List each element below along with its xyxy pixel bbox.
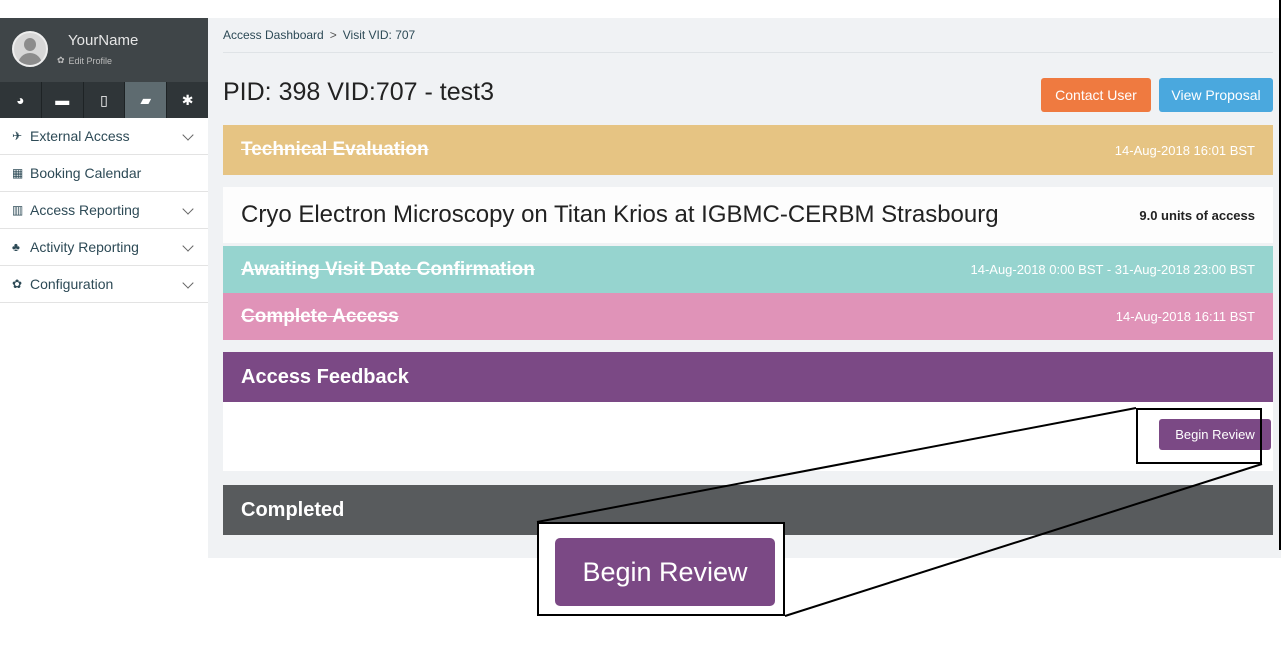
- sidebar-item-configuration[interactable]: ✿ Configuration: [0, 266, 208, 303]
- breadcrumb-current: Visit VID: 707: [342, 28, 416, 42]
- sidebar: YourName ✿ Edit Profile ◕ ▬ ▯ ▰ ✱ ✈ Exte…: [0, 18, 208, 303]
- awaiting-visit-date-stage: Awaiting Visit Date Confirmation 14-Aug-…: [223, 246, 1273, 293]
- technical-evaluation-stage: Technical Evaluation 14-Aug-2018 16:01 B…: [223, 125, 1273, 175]
- stage-label: Complete Access: [241, 305, 399, 327]
- stage-date: 14-Aug-2018 16:01 BST: [1114, 142, 1255, 158]
- complete-access-stage: Complete Access 14-Aug-2018 16:11 BST: [223, 293, 1273, 340]
- book-icon[interactable]: ▰: [125, 82, 168, 118]
- callout-source-box: [1136, 408, 1262, 464]
- contact-user-button[interactable]: Contact User: [1041, 78, 1151, 112]
- gear-glyph: ✱: [181, 91, 194, 108]
- units-of-access: 9.0 units of access: [1139, 207, 1255, 223]
- breadcrumb-root-link[interactable]: Access Dashboard: [223, 28, 324, 42]
- sidebar-item-label: Activity Reporting: [30, 239, 139, 255]
- bar-chart-icon: ▥: [12, 203, 24, 217]
- archive-glyph: ▬: [55, 92, 70, 108]
- breadcrumb-separator: >: [329, 28, 337, 42]
- begin-review-button[interactable]: Begin Review: [1159, 419, 1271, 450]
- stage-date: 14-Aug-2018 16:11 BST: [1115, 309, 1255, 324]
- view-proposal-button[interactable]: View Proposal: [1159, 78, 1273, 112]
- gear-icon[interactable]: ✱: [167, 82, 208, 118]
- stage-date: 14-Aug-2018 0:00 BST - 31-Aug-2018 23:00…: [970, 262, 1255, 277]
- sidebar-item-label: Booking Calendar: [30, 165, 142, 181]
- profile-name: YourName: [68, 32, 139, 49]
- page-title: PID: 398 VID:707 - test3: [223, 78, 494, 106]
- sitemap-icon: ♣: [12, 240, 20, 254]
- avatar-body-shape: [18, 53, 42, 65]
- cog-icon: ✿: [12, 277, 23, 291]
- stage-label: Awaiting Visit Date Confirmation: [241, 258, 535, 280]
- profile-panel: YourName ✿ Edit Profile: [0, 18, 208, 82]
- chevron-down-icon[interactable]: [182, 240, 194, 252]
- chevron-down-icon[interactable]: [182, 277, 194, 289]
- book-glyph: ▰: [140, 91, 152, 108]
- dashboard-glyph: ◕: [16, 92, 25, 108]
- avatar-head-shape: [24, 38, 36, 51]
- edit-profile-link[interactable]: ✿ Edit Profile: [57, 55, 112, 66]
- access-feedback-body: Begin Review: [223, 402, 1273, 471]
- gear-icon: ✿: [57, 55, 65, 65]
- sidebar-item-label: Access Reporting: [30, 202, 140, 218]
- building-glyph: ▯: [100, 91, 108, 108]
- stage-label: Technical Evaluation: [241, 139, 429, 160]
- sidebar-item-booking-calendar[interactable]: ▦ Booking Calendar: [0, 155, 208, 192]
- facility-card: Cryo Electron Microscopy on Titan Krios …: [223, 187, 1273, 243]
- callout-zoom-box: Begin Review: [537, 522, 785, 616]
- chevron-down-icon[interactable]: [182, 203, 194, 215]
- screenshot-edge-line: [1279, 0, 1281, 550]
- sidebar-item-label: Configuration: [30, 276, 114, 292]
- begin-review-button-zoomed[interactable]: Begin Review: [555, 538, 775, 606]
- building-icon[interactable]: ▯: [84, 82, 126, 118]
- breadcrumb: Access Dashboard > Visit VID: 707: [223, 28, 415, 42]
- edit-profile-label: Edit Profile: [68, 55, 113, 66]
- archive-icon[interactable]: ▬: [42, 82, 84, 118]
- main-content: Access Dashboard > Visit VID: 707 PID: 398…: [208, 18, 1281, 558]
- plane-icon: ✈: [12, 129, 23, 143]
- dashboard-icon[interactable]: ◕: [0, 82, 42, 118]
- sidebar-item-external-access[interactable]: ✈ External Access: [0, 118, 208, 155]
- chevron-down-icon[interactable]: [182, 129, 194, 141]
- sidebar-item-label: External Access: [30, 128, 130, 144]
- calendar-icon: ▦: [12, 166, 24, 180]
- avatar[interactable]: [12, 31, 48, 67]
- sidebar-icon-bar: ◕ ▬ ▯ ▰ ✱: [0, 82, 208, 118]
- breadcrumb-divider: [223, 52, 1273, 53]
- access-feedback-header: Access Feedback: [223, 352, 1273, 402]
- sidebar-item-activity-reporting[interactable]: ♣ Activity Reporting: [0, 229, 208, 266]
- sidebar-item-access-reporting[interactable]: ▥ Access Reporting: [0, 192, 208, 229]
- facility-title: Cryo Electron Microscopy on Titan Krios …: [241, 201, 999, 228]
